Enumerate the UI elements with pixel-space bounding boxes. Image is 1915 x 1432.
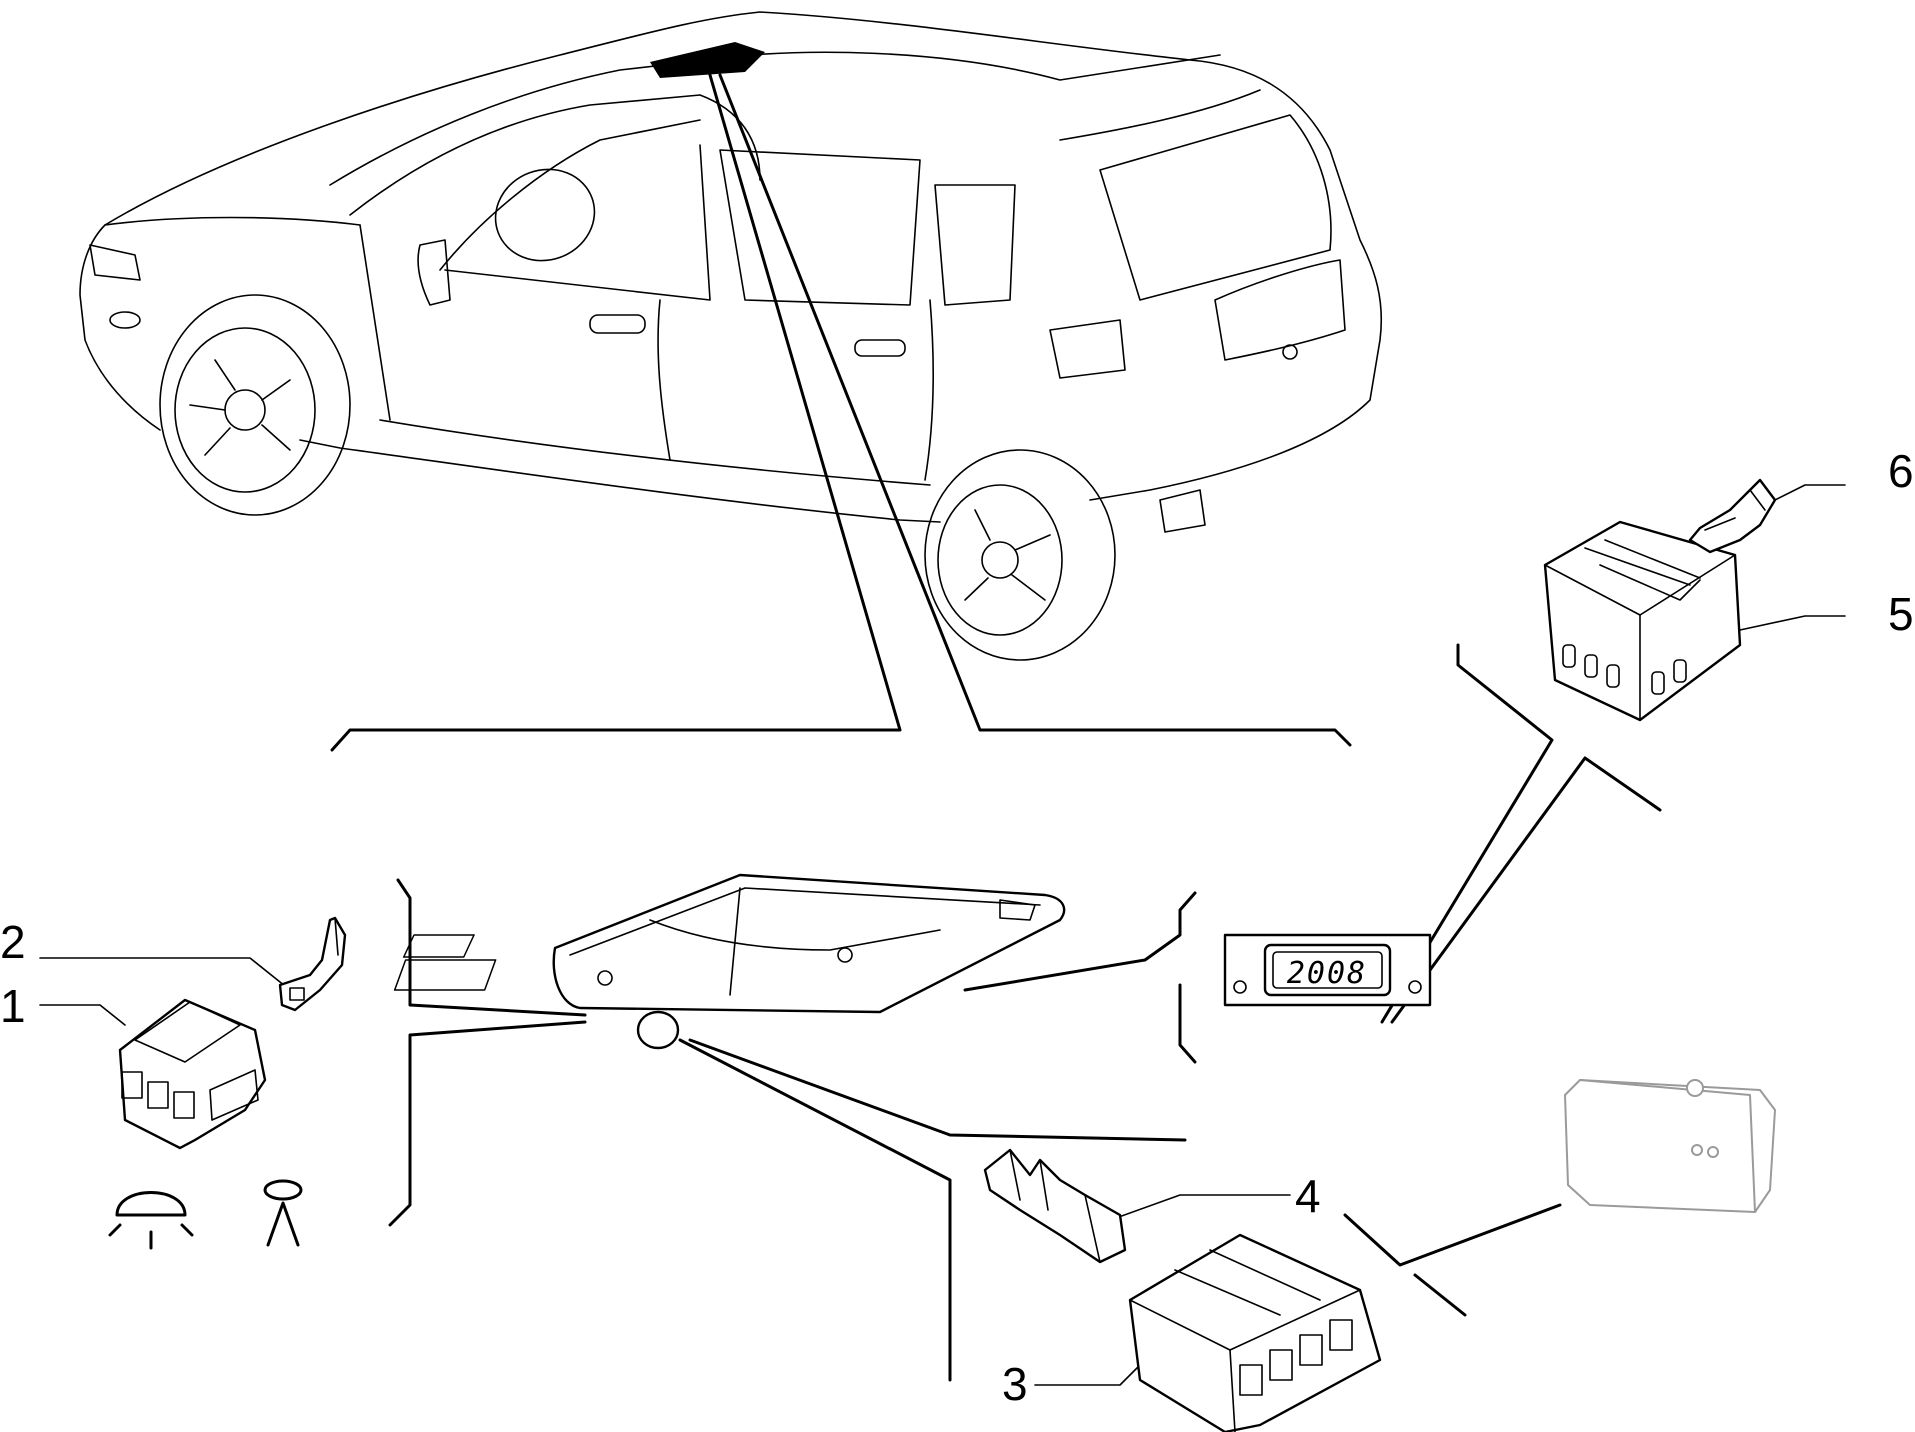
callout-6: 6 [1888, 445, 1914, 497]
callout-1: 1 [0, 980, 26, 1032]
digital-clock: 2008 [1223, 933, 1432, 1007]
callout-labels: 1 2 3 4 5 6 [0, 445, 1914, 1410]
spot-lamp-icon [263, 1179, 303, 1247]
part-6-terminal [1688, 478, 1777, 554]
dome-lamp-icon [108, 1191, 194, 1250]
part-4-terminal [983, 1148, 1127, 1264]
part-1-connector [118, 998, 267, 1150]
part-5-module-housing [1543, 520, 1742, 722]
roof-lamp-assembly [393, 873, 1066, 1050]
roof-lamp-location [650, 42, 765, 78]
part-2-terminal [278, 916, 347, 1012]
leader-lines [39, 73, 1846, 1386]
clock-display-value: 2008 [1287, 956, 1367, 991]
callout-5: 5 [1888, 588, 1914, 640]
callout-2: 2 [0, 916, 26, 968]
car-illustration [79, 11, 1383, 661]
optional-module [1564, 1079, 1776, 1213]
callout-3: 3 [1002, 1358, 1028, 1410]
part-3-connector-housing [1128, 1233, 1382, 1432]
callout-4: 4 [1295, 1170, 1321, 1222]
